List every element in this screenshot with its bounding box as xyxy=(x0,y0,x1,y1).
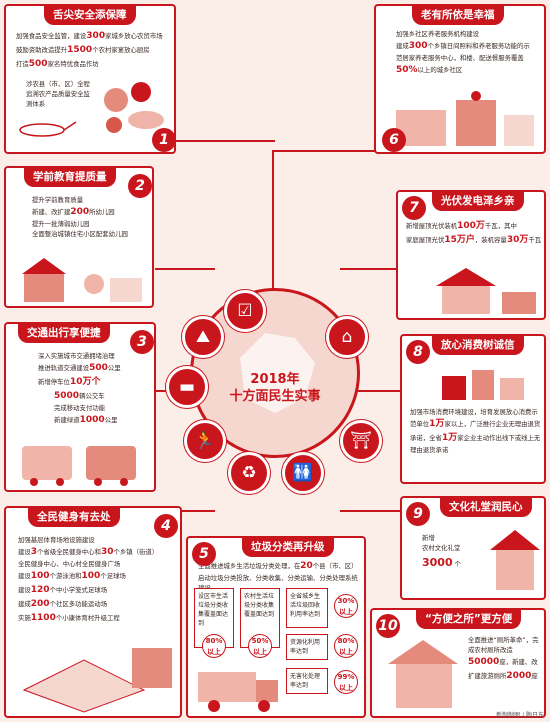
stat-pill: 80%以上 xyxy=(334,634,358,658)
section-text: 加强食品安全监管，建设300家城乡放心农贸市场 鼓励资助改造提升1500个农村家… xyxy=(16,31,163,69)
runner-icon: 🏃 xyxy=(184,420,226,462)
stat-pill: 30%以上 xyxy=(334,594,358,618)
section-text: 新增 农村文化礼堂 3000 个 xyxy=(422,534,462,569)
section-text: 5000辆公交车 完成移动支付功能 新建绿道1000公里 xyxy=(54,391,118,425)
section-elderly-care: 老有所依是幸福 加强乡社区养老服务机构建设 建成300个乡镇日间照料和养老服务功… xyxy=(374,4,546,154)
section-food-safety: 舌尖安全添保障 加强食品安全监管，建设300家城乡放心农贸市场 鼓励资助改造提升… xyxy=(4,4,176,154)
temple-icon: ⛩ xyxy=(340,420,382,462)
stat-pill: 50%以上 xyxy=(248,634,272,658)
section-number: 9 xyxy=(406,502,430,526)
section-title: 放心消费树诚信 xyxy=(432,336,524,355)
center-title: 2018年 十方面民生实事 xyxy=(229,372,321,404)
section-preschool: 学前教育提质量 提升学前教育质量 新建、改扩建200所幼儿园 提升一批薄弱幼儿园… xyxy=(4,166,154,308)
section-number: 8 xyxy=(406,340,430,364)
sports-field-illustration xyxy=(22,648,172,713)
section-text: 加强市场消费环境建设，培育发展放心消费示范单位1万家以上，广泛推行企业无理由退货… xyxy=(410,408,541,454)
solar-house-illustration xyxy=(436,268,536,314)
connector-line xyxy=(340,268,400,270)
section-garbage-sorting: 垃圾分类再升级 全面推进城乡生活垃圾分类处理，在20个县（市、区） 启动垃圾分类… xyxy=(186,536,366,718)
connector-line xyxy=(358,390,400,392)
toilet-icon: 🚻 xyxy=(282,452,324,494)
connector-line xyxy=(272,150,382,152)
section-solar: 光伏发电泽乡亲 新增屋顶光伏装机100万千瓦，其中 家庭屋顶光伏15万户，装机容… xyxy=(396,190,546,320)
kindergarten-illustration xyxy=(22,258,142,302)
section-text: 提升学前教育质量 新建、改扩建200所幼儿园 提升一批薄弱幼儿园 全面整治城镇住… xyxy=(32,196,128,238)
section-number: 2 xyxy=(128,174,152,198)
section-number: 7 xyxy=(402,196,426,220)
section-title: “方便之所”更方便 xyxy=(416,610,522,629)
section-title: 舌尖安全添保障 xyxy=(44,6,136,25)
section-title: 学前教育提质量 xyxy=(24,168,116,187)
section-number: 10 xyxy=(376,614,400,638)
stat-box: 无害化处理率达到 xyxy=(286,668,328,694)
section-text: 深入实施城市交通拥堵治理 推进轨道交通建设500公里 新增停车位10万个 xyxy=(38,352,121,387)
connector-line xyxy=(175,140,275,142)
elderly-illustration xyxy=(396,91,534,146)
fish-illustration xyxy=(19,121,77,137)
checklist-icon: ☑ xyxy=(224,290,266,332)
section-culture-hall: 文化礼堂润民心 新增 农村文化礼堂 3000 个 9 xyxy=(400,496,546,600)
connector-line xyxy=(155,268,215,270)
credit-text: 新制制图 / 陶日东 xyxy=(496,712,544,719)
stat-box: 全省城乡生活垃圾回收利用率达到 xyxy=(286,588,328,628)
section-fitness: 全民健身有去处 加强基层体育场地设施建设 建设3个省级全民健身中心和30个乡镇（… xyxy=(4,506,182,718)
section-toilet-revolution: “方便之所”更方便 全面推进“厕所革命”，完成农村厕所改造50000座，新建、改… xyxy=(370,608,546,718)
slide-icon: ⛰ xyxy=(182,316,224,358)
section-title: 垃圾分类再升级 xyxy=(242,538,334,557)
stat-box: 资源化利用率达到 xyxy=(286,634,328,660)
food-illustration xyxy=(104,82,164,133)
section-transport: 交通出行享便捷 深入实施城市交通拥堵治理 推进轨道交通建设500公里 新增停车位… xyxy=(4,322,156,492)
section-text: 全面推进“厕所革命”，完成农村厕所改造50000座，新建、改扩建旅游厕所2000… xyxy=(468,636,539,681)
section-text: 全面推进城乡生活垃圾分类处理，在20个县（市、区） 启动垃圾分类投放、分类收集、… xyxy=(198,561,358,592)
section-number: 4 xyxy=(154,514,178,538)
section-number: 3 xyxy=(130,330,154,354)
connector-line xyxy=(272,150,274,290)
shopping-illustration xyxy=(442,370,524,400)
section-text: 加强乡社区养老服务机构建设 建成300个乡镇日间照料和养老服务功能的示范居家养老… xyxy=(396,30,530,75)
province-map xyxy=(240,333,315,413)
section-title: 文化礼堂润民心 xyxy=(440,498,532,517)
section-text: 加强基层体育场地设施建设 建设3个省级全民健身中心和30个乡镇（街道） 全民健身… xyxy=(18,536,159,623)
bus-icon: ▬ xyxy=(166,366,208,408)
section-title: 光伏发电泽乡亲 xyxy=(432,192,524,211)
section-title: 老有所依是幸福 xyxy=(412,6,504,25)
section-number: 6 xyxy=(382,128,406,152)
stat-pill: 99%以上 xyxy=(334,670,358,694)
section-title: 交通出行享便捷 xyxy=(18,324,110,343)
recycle-icon: ♻ xyxy=(228,452,270,494)
section-text: 新增屋顶光伏装机100万千瓦，其中 家庭屋顶光伏15万户，装机容量30万千瓦 xyxy=(406,221,542,245)
stat-pill: 80%以上 xyxy=(202,634,226,658)
connector-line xyxy=(340,510,400,512)
section-consumer-trust: 放心消费树诚信 加强市场消费环境建设，培育发展放心消费示范单位1万家以上，广泛推… xyxy=(400,334,546,484)
section-text: 涉农县（市、区）全程追溯农产品质量安全监测体系 xyxy=(26,80,90,108)
culture-hall-illustration xyxy=(490,530,540,590)
section-title: 全民健身有去处 xyxy=(28,508,120,527)
section-number: 1 xyxy=(152,128,174,152)
bus-illustration xyxy=(22,446,136,486)
garbage-truck-illustration xyxy=(198,672,278,712)
house-icon: ⌂ xyxy=(326,316,368,358)
toilet-building-illustration xyxy=(388,640,458,708)
section-number: 5 xyxy=(192,542,216,566)
connector-line xyxy=(155,510,215,512)
